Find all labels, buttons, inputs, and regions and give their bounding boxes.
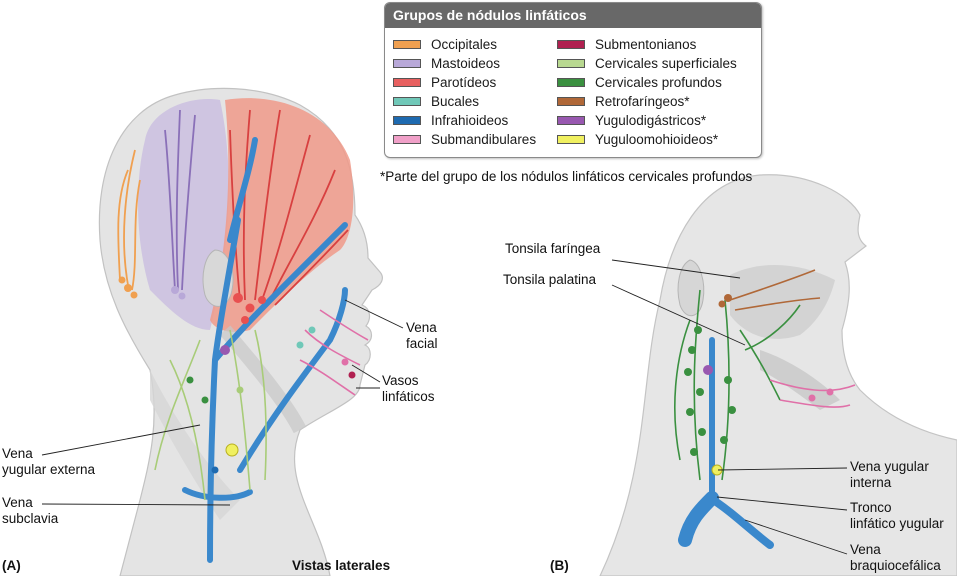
label-line: Vena [2,495,33,510]
legend-label: Cervicales profundos [595,75,722,90]
label-vena-facial: Vena facial [406,320,438,352]
legend-item: Submandibulares [393,130,536,149]
label-line: Vena [406,320,437,335]
legend-label: Cervicales superficiales [595,56,737,71]
label-line: interna [850,475,892,490]
legend-label: Bucales [431,94,480,109]
label-line: linfático yugular [850,516,944,531]
panel-a-mastoid-vessels [164,109,196,291]
legend-swatch [557,78,585,87]
legend-label: Yugulodigástricos* [595,113,707,128]
panel-b-submandibular-vessels [769,379,856,408]
label-line: Tronco [850,500,892,515]
label-vasos-linfaticos: Vasos linfáticos [382,373,435,405]
legend-item: Occipitales [393,35,536,54]
legend: Grupos de nódulos linfáticos Occipitales… [384,2,762,158]
legend-item: Submentonianos [557,35,737,54]
legend-swatch [393,78,421,87]
label-line: Vena [2,446,33,461]
footnote: *Parte del grupo de los nódulos linfátic… [380,169,753,184]
label-line: facial [406,336,438,351]
legend-item: Cervicales superficiales [557,54,737,73]
legend-column-left: Occipitales Mastoideos Parotídeos Bucale… [393,35,536,149]
legend-label: Submentonianos [595,37,697,52]
legend-label: Retrofaríngeos* [595,94,690,109]
legend-swatch [557,59,585,68]
legend-swatch [557,135,585,144]
label-line: Vena yugular [850,459,929,474]
label-tonsila-palatina: Tonsila palatina [503,272,597,287]
label-tonsila-faringea: Tonsila faríngea [505,241,601,256]
panel-a-parotid-vessels [229,109,349,306]
panel-a-veins [182,137,348,563]
label-line: Vena [850,542,881,557]
legend-item: Retrofaríngeos* [557,92,737,111]
panel-a-occipital-vessels [117,149,141,291]
legend-item: Parotídeos [393,73,536,92]
label-tronco-linfatico-yugular: Tronco linfático yugular [850,500,944,532]
legend-item: Cervicales profundos [557,73,737,92]
legend-item: Yugulodigástricos* [557,111,737,130]
legend-item: Yuguloomohioideos* [557,130,737,149]
label-vena-subclavia: Vena subclavia [2,495,58,527]
legend-swatch [393,116,421,125]
legend-swatch [393,59,421,68]
legend-title: Grupos de nódulos linfáticos [385,3,761,28]
leader-lines [41,259,848,555]
panel-a-submandibular-vessels [299,309,369,396]
label-vena-braquiocefalica: Vena braquiocefálica [850,542,941,574]
legend-swatch [393,97,421,106]
label-line: yugular externa [2,462,96,477]
panel-b-head [599,174,957,576]
panel-b-veins [678,337,774,549]
label-vena-yugular-externa: Vena yugular externa [2,446,95,478]
legend-label: Mastoideos [431,56,501,71]
legend-item: Infrahioideos [393,111,536,130]
legend-swatch [557,97,585,106]
panel-b-retropharyngeal-vessels [729,269,821,311]
label-vena-yugular-interna: Vena yugular interna [850,459,929,491]
panel-a-tag: (A) [2,558,21,573]
legend-swatch [557,116,585,125]
panel-b-tag: (B) [550,558,569,573]
legend-label: Occipitales [431,37,498,52]
legend-item: Mastoideos [393,54,536,73]
legend-swatch [393,40,421,49]
label-line: linfáticos [382,389,435,404]
figure-caption: Vistas laterales [292,558,391,573]
legend-item: Bucales [393,92,536,111]
legend-swatch [557,40,585,49]
legend-label: Infrahioideos [431,113,509,128]
legend-label: Yuguloomohioideos* [595,132,719,147]
legend-swatch [393,135,421,144]
panel-a-nodes [118,276,356,474]
label-line: subclavia [2,511,59,526]
legend-column-right: Submentonianos Cervicales superficiales … [557,35,737,149]
label-line: Vasos [382,373,419,388]
panel-b-nodes [684,294,834,476]
label-line: braquiocefálica [850,558,941,573]
legend-label: Submandibulares [431,132,537,147]
legend-label: Parotídeos [431,75,497,90]
